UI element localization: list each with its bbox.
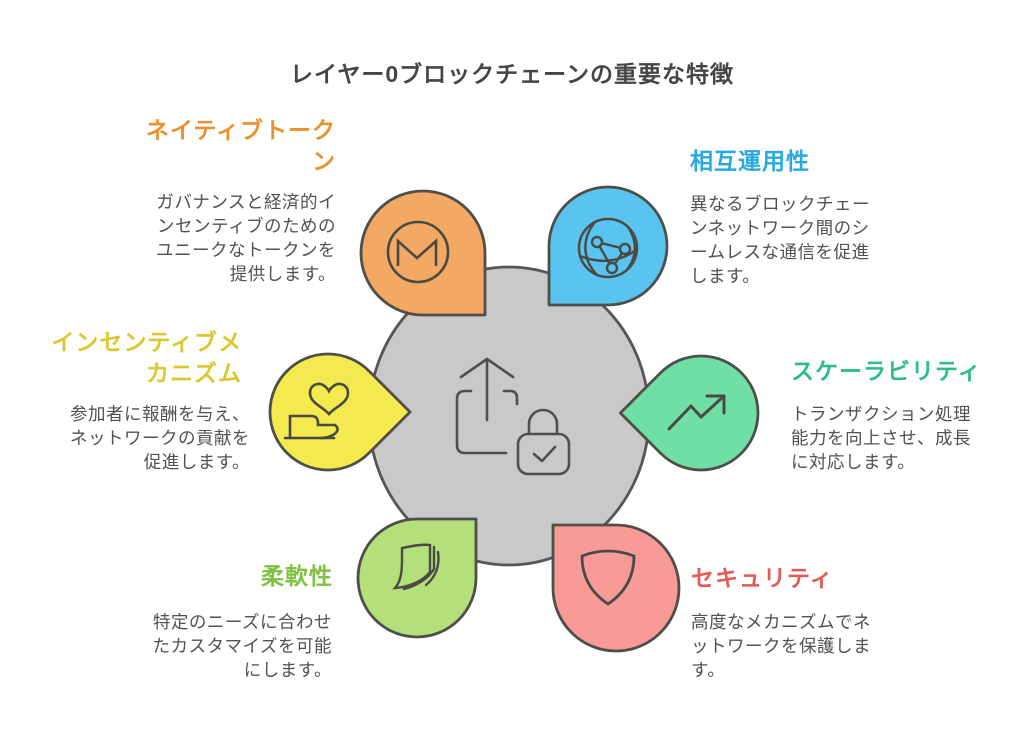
upload-icon <box>455 357 519 455</box>
feature-incentive-mechanism-description: 参加者に報酬を与え、 ネットワークの貢献を 促進します。 <box>70 404 250 472</box>
globe-network-icon <box>577 217 639 279</box>
feature-interoperability-label: 相互運用性 <box>690 148 810 174</box>
petal-interoperability <box>547 185 669 307</box>
feature-native-token-label: ネイティブトーク ン <box>145 117 336 174</box>
feature-native-token-description: ガバナンスと経済的イ ンセンティブのための ユニークなトークンを 提供します。 <box>156 192 336 284</box>
feature-security-description: 高度なメカニズムでネ ットワークを保護しま す。 <box>691 612 871 680</box>
lock-check-icon <box>516 408 571 476</box>
trend-up-icon <box>667 394 726 431</box>
feature-interoperability-description: 異なるブロックチェー ンネットワーク間のシ ームレスな通信を促進 します。 <box>690 194 870 286</box>
petal-incentive-mechanism <box>268 352 412 472</box>
flexible-pages-icon <box>392 543 440 591</box>
feature-flexibility-label: 柔軟性 <box>261 563 333 589</box>
feature-flexibility-description: 特定のニーズに合わせ たカスタマイズを可能 にします。 <box>152 612 332 680</box>
maker-m-icon <box>386 220 450 284</box>
feature-scalability-label: スケーラビリティ <box>791 358 982 384</box>
feature-scalability-description: トランザクション処理 能力を向上させ、成長 に対応します。 <box>791 404 971 472</box>
hand-heart-icon <box>283 382 350 440</box>
petal-flexibility <box>356 517 478 639</box>
shield-icon <box>580 549 636 606</box>
page-title: レイヤー0ブロックチェーンの重要な特徴 <box>290 61 734 87</box>
feature-incentive-mechanism-label: インセンティブメ カニズム <box>51 329 242 386</box>
feature-security-label: セキュリティ <box>691 565 834 591</box>
petal-security <box>551 523 681 653</box>
petal-scalability <box>618 354 760 472</box>
